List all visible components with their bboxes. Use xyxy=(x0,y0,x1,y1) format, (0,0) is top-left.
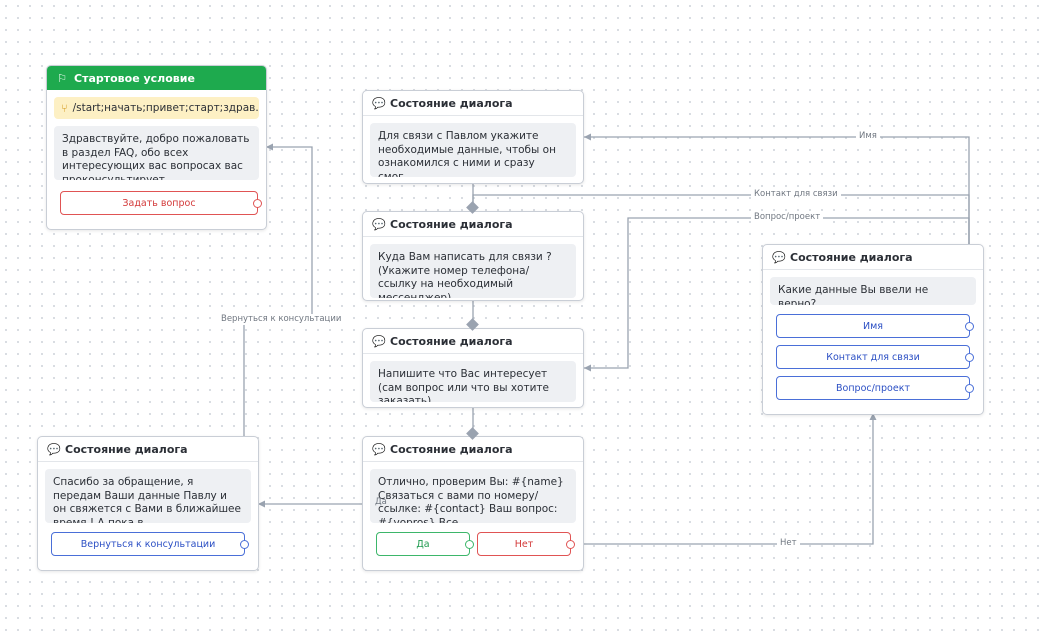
output-port[interactable] xyxy=(240,540,249,549)
chat-bubble-icon: 💬 xyxy=(47,442,61,456)
state-node-header: 💬 Состояние диалога xyxy=(763,245,983,270)
state-node-header: 💬 Состояние диалога xyxy=(38,437,258,462)
back-button-label: Вернуться к консультации xyxy=(80,538,216,550)
start-node-header: ⚐ Стартовое условие xyxy=(47,66,266,90)
state-node-title: Состояние диалога xyxy=(390,334,513,348)
contact-button[interactable]: Контакт для связи xyxy=(776,345,974,369)
output-port[interactable] xyxy=(965,353,974,362)
state-node[interactable]: 💬 Состояние диалога Какие данные Вы ввел… xyxy=(762,244,984,415)
state-node-title: Состояние диалога xyxy=(390,96,513,110)
edge-label-back[interactable]: Вернуться к консультации xyxy=(218,314,345,325)
trigger-row[interactable]: ⑂ /start;начать;привет;старт;здрав... xyxy=(54,97,259,119)
question-button-label: Вопрос/проект xyxy=(836,382,910,394)
edge-label-name[interactable]: Имя xyxy=(856,131,880,142)
yes-button[interactable]: Да xyxy=(376,532,474,556)
question-button[interactable]: Вопрос/проект xyxy=(776,376,974,400)
state-node-title: Состояние диалога xyxy=(390,217,513,231)
state-node-text: Для связи с Павлом укажите необходимые д… xyxy=(370,123,576,177)
flag-icon: ⚐ xyxy=(57,71,67,85)
no-button[interactable]: Нет xyxy=(477,532,575,556)
output-port[interactable] xyxy=(965,322,974,331)
state-node[interactable]: 💬 Состояние диалога Напишите что Вас инт… xyxy=(362,328,584,408)
chat-bubble-icon: 💬 xyxy=(372,96,386,110)
chat-bubble-icon: 💬 xyxy=(372,442,386,456)
trigger-text: /start;начать;привет;старт;здрав... xyxy=(72,102,259,114)
branch-icon: ⑂ xyxy=(61,101,68,115)
state-node-title: Состояние диалога xyxy=(65,442,188,456)
edge-label-contact[interactable]: Контакт для связи xyxy=(751,189,841,200)
state-node-text: Отлично, проверим Вы: #{name} Связаться … xyxy=(370,469,576,523)
output-port[interactable] xyxy=(465,540,474,549)
edge-label-yes[interactable]: Да xyxy=(375,497,387,507)
output-port[interactable] xyxy=(566,540,575,549)
state-node-header: 💬 Состояние диалога xyxy=(363,91,583,116)
yes-button-label: Да xyxy=(416,538,430,550)
name-button[interactable]: Имя xyxy=(776,314,974,338)
name-button-label: Имя xyxy=(863,320,883,332)
start-node[interactable]: ⚐ Стартовое условие ⑂ /start;начать;прив… xyxy=(46,65,267,230)
state-node-title: Состояние диалога xyxy=(790,250,913,264)
output-port[interactable] xyxy=(965,384,974,393)
chat-bubble-icon: 💬 xyxy=(372,334,386,348)
start-node-text: Здравствуйте, добро пожаловать в раздел … xyxy=(54,126,259,180)
state-node[interactable]: 💬 Состояние диалога Спасибо за обращение… xyxy=(37,436,259,571)
ask-question-label: Задать вопрос xyxy=(122,197,196,209)
back-to-consultation-button[interactable]: Вернуться к консультации xyxy=(51,532,249,556)
state-node-title: Состояние диалога xyxy=(390,442,513,456)
state-node-text: Спасибо за обращение, я передам Ваши дан… xyxy=(45,469,251,523)
state-node-header: 💬 Состояние диалога xyxy=(363,212,583,237)
state-node-text: Напишите что Вас интересует (сам вопрос … xyxy=(370,361,576,402)
edge-label-no[interactable]: Нет xyxy=(777,538,800,549)
state-node-text: Куда Вам написать для связи ? (Укажите н… xyxy=(370,244,576,298)
contact-button-label: Контакт для связи xyxy=(826,351,920,363)
state-node-header: 💬 Состояние диалога xyxy=(363,329,583,354)
chat-bubble-icon: 💬 xyxy=(772,250,786,264)
chat-bubble-icon: 💬 xyxy=(372,217,386,231)
output-port[interactable] xyxy=(253,199,262,208)
edge-label-question[interactable]: Вопрос/проект xyxy=(751,212,824,223)
start-node-title: Стартовое условие xyxy=(74,71,195,85)
state-node[interactable]: 💬 Состояние диалога Для связи с Павлом у… xyxy=(362,90,584,184)
state-node[interactable]: 💬 Состояние диалога Отлично, проверим Вы… xyxy=(362,436,584,571)
state-node[interactable]: 💬 Состояние диалога Куда Вам написать дл… xyxy=(362,211,584,301)
state-node-header: 💬 Состояние диалога xyxy=(363,437,583,462)
no-button-label: Нет xyxy=(514,538,534,550)
edge-no xyxy=(570,413,874,545)
ask-question-button[interactable]: Задать вопрос xyxy=(60,191,262,215)
state-node-text: Какие данные Вы ввели не верно? xyxy=(770,277,976,305)
